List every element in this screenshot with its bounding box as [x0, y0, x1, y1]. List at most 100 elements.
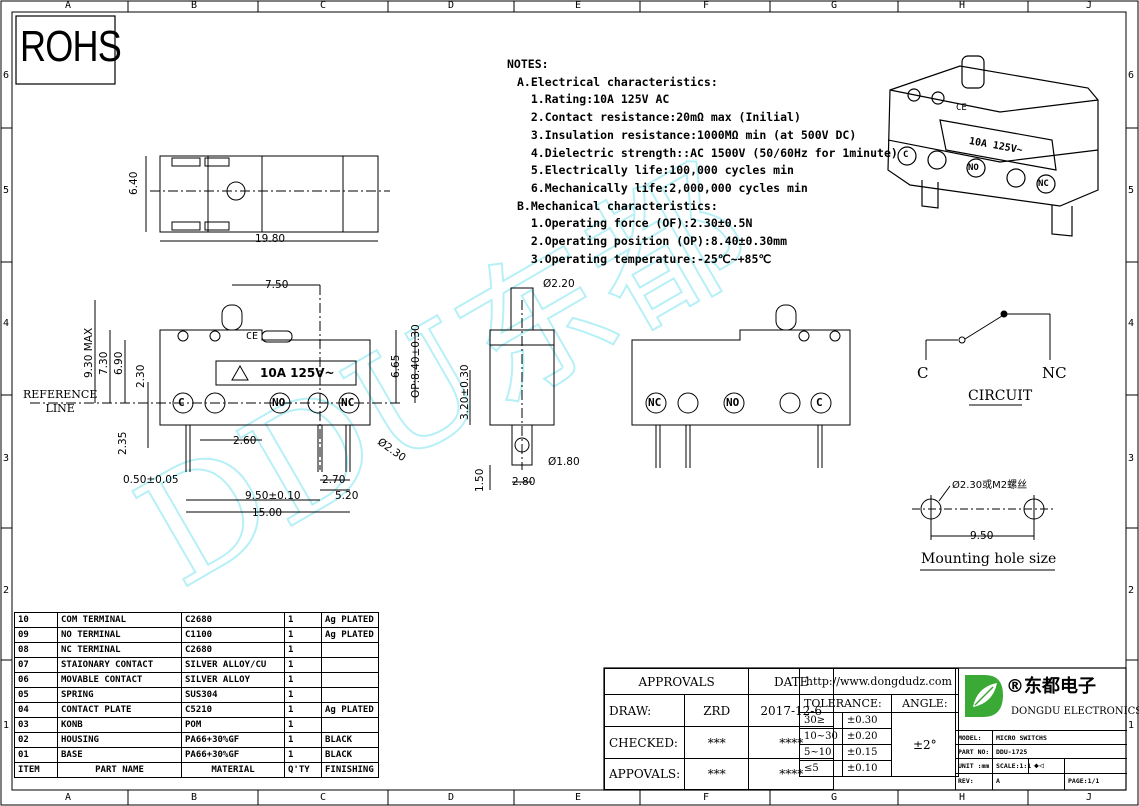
border-row-1-right: 1	[1128, 720, 1135, 731]
iso-view	[887, 55, 1099, 237]
notes-line: B.Mechanical characteristics:	[517, 198, 718, 213]
border-col-f-bottom: F	[703, 792, 710, 803]
notes-line: 3.Operating temperature:-25℃~+85℃	[517, 251, 772, 266]
border-col-h-bottom: H	[959, 792, 966, 803]
iso-terminal-no: NO	[968, 163, 979, 173]
border-col-c-bottom: C	[320, 792, 327, 803]
company-block: ®东都电子 DONGDU ELECTRONICS MODEL: MICRO SW…	[955, 668, 1139, 790]
iso-ce: CE	[956, 103, 967, 113]
notes-block: NOTES: A.Electrical characteristics: 1.R…	[507, 56, 898, 268]
dim-5-20: 5.20	[335, 490, 359, 502]
reference-line-label: REFERENCE LINE	[23, 388, 98, 415]
border-row-2-right: 2	[1128, 585, 1135, 596]
border-col-g-top: G	[831, 0, 838, 11]
border-row-5-left: 5	[3, 185, 10, 196]
front-rating-label: 10A 125V~	[260, 366, 335, 380]
iso-terminal-c: C	[903, 150, 909, 160]
border-col-a-top: A	[65, 0, 72, 11]
dim-9-30: 9.30 MAX	[83, 327, 95, 378]
back-view	[631, 304, 851, 468]
dim-2-60: 2.60	[233, 435, 257, 447]
border-col-f-top: F	[703, 0, 710, 11]
dim-15-00: 15.00	[252, 507, 283, 519]
dim-side-3-20: 3.20±0.30	[459, 364, 471, 420]
company-en-name: DONGDU ELECTRONICS	[1011, 706, 1139, 717]
notes-line: 4.Dielectric strength::AC 1500V (50/60Hz…	[517, 145, 898, 160]
front-terminal-no: NO	[272, 396, 286, 409]
border-col-a-bottom: A	[65, 792, 72, 803]
border-col-b-bottom: B	[191, 792, 198, 803]
border-col-e-bottom: E	[575, 792, 582, 803]
border-row-5-right: 5	[1128, 185, 1135, 196]
back-terminal-no: NO	[726, 396, 740, 409]
circuit-diagram	[925, 310, 1051, 406]
border-row-6-right: 6	[1128, 70, 1135, 81]
info-grid: MODEL: MICRO SWITCHS PART NO: DDU-1725 U…	[956, 730, 1127, 790]
projection-icon: ◆◁	[1034, 761, 1044, 770]
border-row-4-left: 4	[3, 318, 10, 329]
border-col-e-top: E	[575, 0, 582, 11]
border-col-b-top: B	[191, 0, 198, 11]
dim-9-50: 9.50±0.10	[245, 490, 301, 502]
dim-side-1-80: Ø1.80	[548, 456, 580, 468]
dim-top-length: 19.80	[255, 233, 286, 245]
top-view	[145, 155, 390, 242]
dim-op: OP:8.40±0.30	[410, 324, 422, 398]
notes-line: 2.Operating position (OP):8.40±0.30mm	[517, 234, 788, 249]
mounting-spacing-dim: 9.50	[970, 530, 994, 542]
border-col-g-bottom: G	[831, 792, 838, 803]
notes-line: 5.Electrically life:100,000 cycles min	[517, 163, 794, 178]
mounting-title: Mounting hole size	[921, 551, 1057, 567]
dim-7-30: 7.30	[98, 351, 110, 375]
border-row-2-left: 2	[3, 585, 10, 596]
notes-line: 2.Contact resistance:20mΩ max (Inilial)	[517, 110, 801, 125]
dim-2-70: 2.70	[322, 474, 346, 486]
border-col-h-top: H	[959, 0, 966, 11]
border-row-3-left: 3	[3, 453, 10, 464]
dim-6-65: 6.65	[390, 354, 402, 378]
website[interactable]: http://www.dongdudz.com	[799, 668, 959, 695]
border-col-j-bottom: J	[1086, 792, 1093, 803]
dim-6-90: 6.90	[113, 351, 125, 375]
dim-0-50: 0.50±0.05	[123, 474, 179, 486]
iso-terminal-nc: NC	[1038, 179, 1049, 189]
company-cn-name: ®东都电子	[1006, 676, 1096, 697]
notes-line: 6.Mechanically life:2,000,000 cycles min	[517, 180, 808, 195]
dim-2-30: 2.30	[135, 364, 147, 388]
border-col-d-bottom: D	[448, 792, 455, 803]
front-view	[30, 284, 416, 513]
notes-line: 1.Operating force (OF):2.30±0.5N	[517, 216, 753, 231]
border-col-c-top: C	[320, 0, 327, 11]
back-terminal-c: C	[816, 396, 823, 409]
mounting-holes	[912, 485, 1055, 571]
border-row-4-right: 4	[1128, 318, 1135, 329]
approvals-header: APPROVALS	[603, 668, 750, 695]
back-terminal-nc: NC	[648, 396, 662, 409]
logo-icon	[965, 675, 1003, 717]
tolerance-table: http://www.dongdudz.com TOLERANCE: ANGLE…	[799, 668, 959, 777]
dim-side-2-80: 2.80	[512, 476, 536, 488]
circuit-c-label: C	[917, 364, 929, 382]
front-terminal-nc: NC	[341, 396, 355, 409]
notes-line: 3.Insulation resistance:1000MΩ min (at 5…	[517, 127, 857, 142]
dim-top-height: 6.40	[128, 171, 140, 195]
dim-side-2-20: Ø2.20	[543, 278, 575, 290]
border-col-d-top: D	[448, 0, 455, 11]
dim-2-35: 2.35	[117, 431, 129, 455]
side-view	[469, 287, 555, 490]
notes-title: NOTES:	[507, 57, 549, 71]
border-row-6-left: 6	[3, 70, 10, 81]
rohs-label: ROHS	[20, 22, 122, 71]
front-ce-mark: CE	[246, 331, 259, 342]
